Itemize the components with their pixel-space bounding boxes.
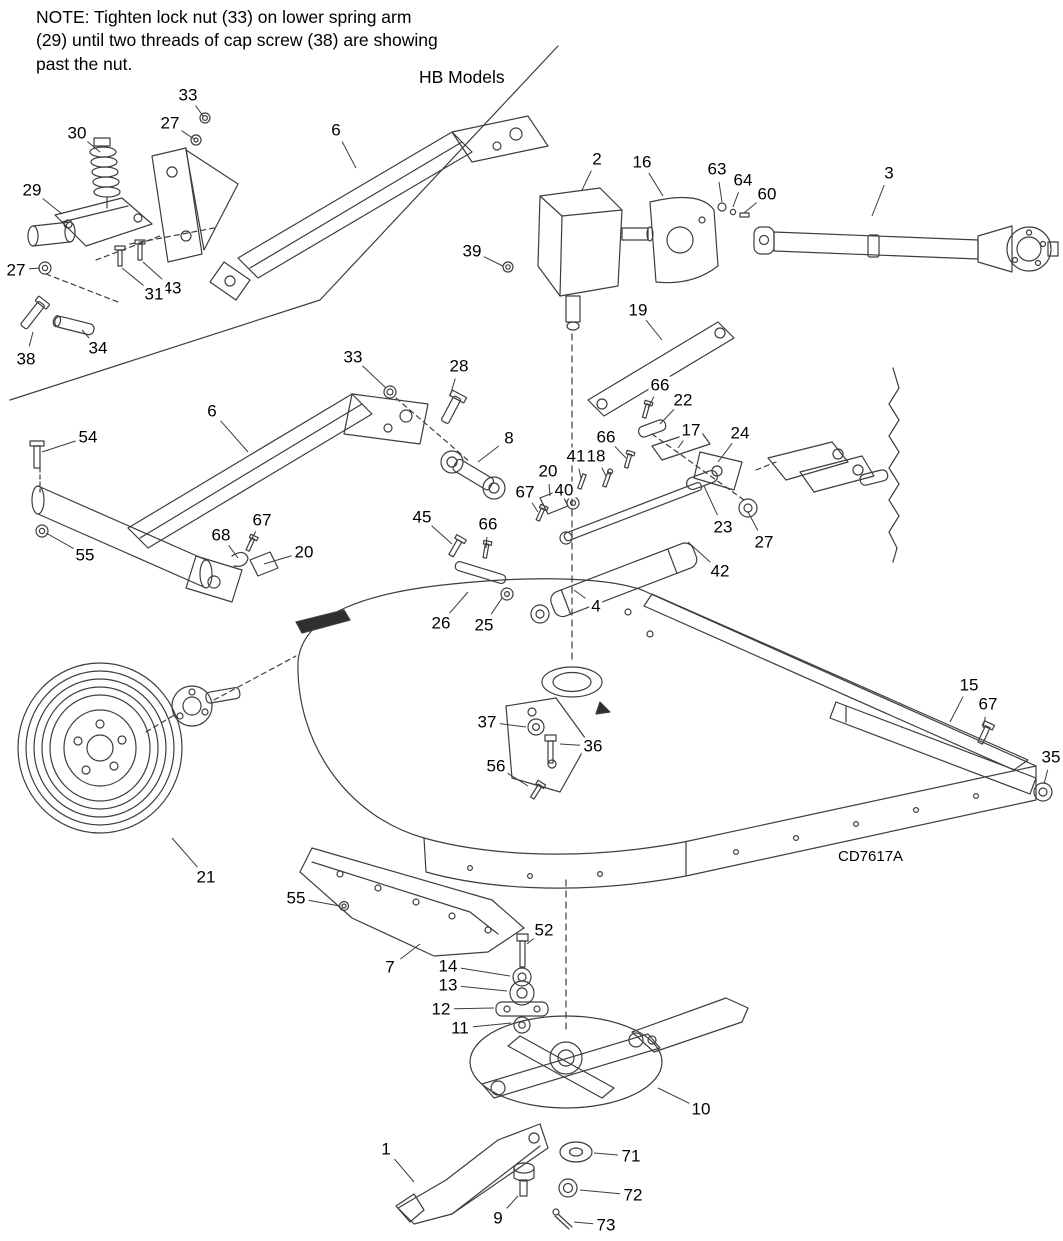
center-hardware (506, 698, 588, 800)
part-callout-55: 55 (73, 545, 97, 565)
part-callout-72: 72 (621, 1185, 645, 1205)
part-callout-27: 27 (752, 532, 776, 552)
part-callout-42: 42 (708, 561, 732, 581)
part-callout-29: 29 (20, 180, 44, 200)
part-callout-52: 52 (532, 920, 556, 940)
model-variant-label: HB Models (419, 67, 505, 87)
blade-and-hardware (396, 1124, 592, 1229)
part-callout-37: 37 (475, 712, 499, 732)
part-callout-24: 24 (728, 423, 752, 443)
part-callout-63: 63 (705, 159, 729, 179)
part-callout-34: 34 (86, 338, 110, 358)
pto-driveline (754, 226, 1058, 272)
inset-boundary (10, 46, 558, 400)
part-callout-73: 73 (594, 1215, 618, 1235)
spring-arm-assembly (18, 113, 238, 336)
part-callout-4: 4 (589, 596, 603, 616)
part-callout-20: 20 (292, 542, 316, 562)
upper-frame-arm (210, 116, 548, 300)
part-callout-28: 28 (447, 356, 471, 376)
part-callout-66: 66 (476, 514, 500, 534)
part-callout-15: 15 (957, 675, 981, 695)
part-callout-9: 9 (491, 1208, 505, 1228)
pto-shield (650, 198, 749, 283)
part-callout-26: 26 (429, 613, 453, 633)
part-callout-6: 6 (329, 120, 343, 140)
part-callout-6: 6 (205, 401, 219, 421)
part-callout-41: 41 (564, 446, 588, 466)
part-callout-66: 66 (648, 375, 672, 395)
part-callout-18: 18 (584, 446, 608, 466)
axle-tube (30, 441, 242, 602)
wheel (18, 656, 296, 833)
part-callout-43: 43 (160, 278, 184, 298)
drawing-code: CD7617A (838, 848, 904, 865)
part-callout-1: 1 (379, 1139, 393, 1159)
part-callout-17: 17 (679, 420, 703, 440)
part-callout-12: 12 (429, 999, 453, 1019)
spindle-stack (496, 934, 548, 1033)
part-callout-66: 66 (594, 427, 618, 447)
part-callout-31: 31 (142, 284, 166, 304)
part-callout-14: 14 (436, 956, 460, 976)
part-callout-19: 19 (626, 300, 650, 320)
part-callout-38: 38 (14, 349, 38, 369)
part-callout-67: 67 (513, 482, 537, 502)
part-callout-27: 27 (158, 113, 182, 133)
part-callout-64: 64 (731, 170, 755, 190)
part-callout-67: 67 (976, 694, 1000, 714)
part-callout-54: 54 (76, 427, 100, 447)
linkage-cluster (232, 400, 757, 623)
part-callout-21: 21 (194, 867, 218, 887)
part-callout-35: 35 (1039, 747, 1063, 767)
part-callout-25: 25 (472, 615, 496, 635)
part-callout-11: 11 (449, 1018, 471, 1038)
part-callout-27: 27 (4, 260, 28, 280)
part-callout-39: 39 (460, 241, 484, 261)
part-callout-56: 56 (484, 756, 508, 776)
part-callout-40: 40 (552, 480, 576, 500)
part-callout-36: 36 (581, 736, 605, 756)
part-callout-68: 68 (209, 525, 233, 545)
part-callout-33: 33 (176, 85, 200, 105)
skid-shoe (300, 848, 524, 956)
blade-carrier (470, 998, 748, 1108)
right-wing-bar (830, 702, 1052, 801)
part-callout-22: 22 (671, 390, 695, 410)
part-callout-10: 10 (689, 1099, 713, 1119)
part-callout-55: 55 (284, 888, 308, 908)
part-callout-3: 3 (882, 163, 896, 183)
part-callout-23: 23 (711, 517, 735, 537)
part-callout-20: 20 (536, 461, 560, 481)
part-callout-45: 45 (410, 507, 434, 527)
link-arm (588, 322, 734, 416)
mid-frame-arm (128, 386, 470, 548)
part-callout-67: 67 (250, 510, 274, 530)
part-callout-8: 8 (502, 428, 516, 448)
part-callout-13: 13 (436, 975, 460, 995)
part-callout-2: 2 (590, 149, 604, 169)
part-callout-30: 30 (65, 123, 89, 143)
part-callout-60: 60 (755, 184, 779, 204)
part-callout-16: 16 (630, 152, 654, 172)
part-callout-71: 71 (619, 1146, 643, 1166)
right-mount-plates (756, 368, 899, 562)
part-callout-33: 33 (341, 347, 365, 367)
assembly-note: NOTE: Tighten lock nut (33) on lower spr… (36, 7, 438, 74)
part-callout-7: 7 (383, 957, 397, 977)
